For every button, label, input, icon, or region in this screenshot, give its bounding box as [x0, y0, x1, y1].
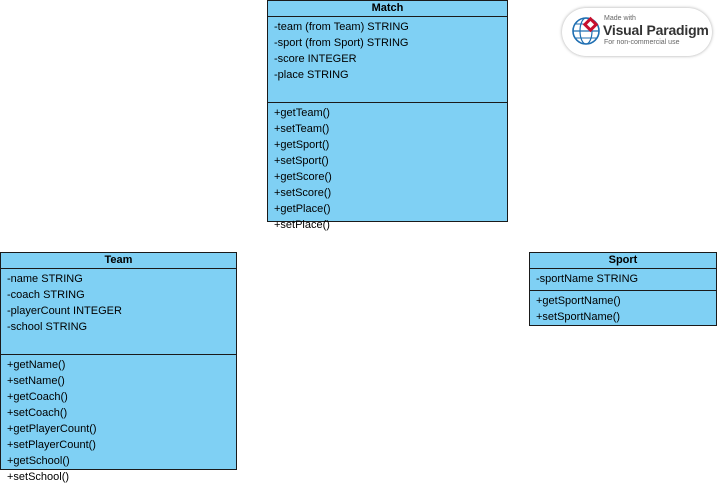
class-name: Match	[268, 1, 507, 17]
class-team[interactable]: Team -name STRING -coach STRING -playerC…	[0, 252, 237, 483]
method: +setSchool()	[7, 471, 70, 483]
method: +getPlayerCount()	[7, 423, 97, 435]
attribute: -sport (from Sport) STRING	[274, 37, 409, 49]
method: +getSchool()	[7, 455, 70, 467]
method: +setPlayerCount()	[7, 439, 96, 451]
attribute: -score INTEGER	[274, 53, 357, 65]
attribute: -playerCount INTEGER	[7, 305, 122, 317]
methods-compartment: +getTeam() +setTeam() +getSport() +setSp…	[268, 103, 507, 233]
method: +getTeam()	[274, 107, 330, 119]
class-name: Team	[1, 253, 236, 269]
watermark-made-with: Made with	[604, 15, 636, 22]
method: +setPlace()	[274, 219, 330, 231]
attribute: -school STRING	[7, 321, 88, 333]
method: +setCoach()	[7, 407, 68, 419]
attribute: -name STRING	[7, 273, 83, 285]
method: +getPlace()	[274, 203, 331, 215]
method: +setTeam()	[274, 123, 330, 135]
method: +setSport()	[274, 155, 329, 167]
method: +getScore()	[274, 171, 332, 183]
attributes-compartment: -team (from Team) STRING -sport (from Sp…	[268, 17, 507, 103]
visual-paradigm-watermark: Made with Visual Paradigm For non-commer…	[562, 8, 712, 56]
method: +getCoach()	[7, 391, 68, 403]
method: +getSport()	[274, 139, 330, 151]
attribute: -place STRING	[274, 69, 349, 81]
globe-logo-icon	[572, 16, 600, 45]
method: +setName()	[7, 375, 65, 387]
attributes-compartment: -name STRING -coach STRING -playerCount …	[1, 269, 236, 355]
class-match[interactable]: Match -team (from Team) STRING -sport (f…	[267, 0, 508, 231]
watermark-brand: Visual Paradigm	[603, 22, 709, 38]
attribute: -coach STRING	[7, 289, 85, 301]
class-sport[interactable]: Sport -sportName STRING +getSportName() …	[529, 252, 717, 326]
method: +setSportName()	[536, 311, 621, 323]
class-name: Sport	[530, 253, 716, 269]
methods-compartment: +getName() +setName() +getCoach() +setCo…	[1, 355, 236, 485]
attributes-compartment: -sportName STRING	[530, 269, 716, 291]
method: +getSportName()	[536, 295, 621, 307]
methods-compartment: +getSportName() +setSportName()	[530, 291, 716, 325]
attribute: -team (from Team) STRING	[274, 21, 409, 33]
method: +setScore()	[274, 187, 332, 199]
watermark-note: For non-commercial use	[604, 39, 680, 46]
method: +getName()	[7, 359, 66, 371]
attribute: -sportName STRING	[536, 273, 639, 285]
